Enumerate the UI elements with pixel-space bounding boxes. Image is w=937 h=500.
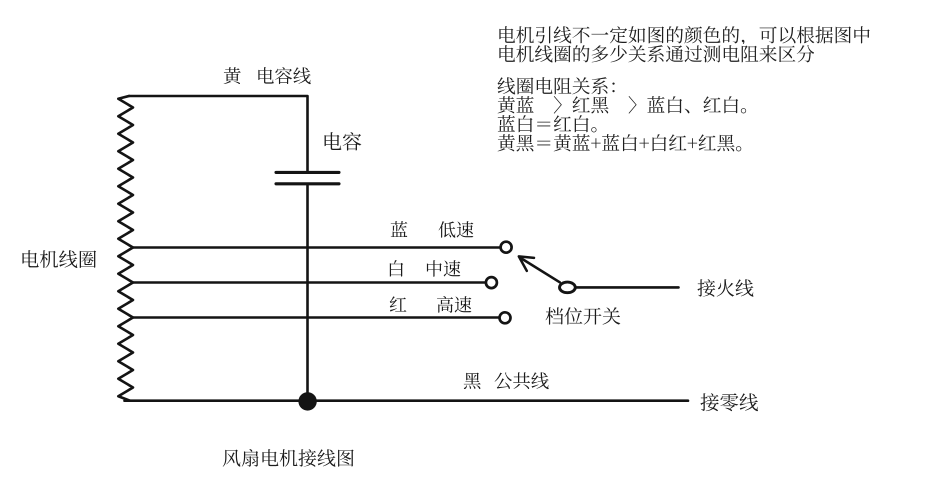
low-speed-terminal bbox=[499, 240, 513, 255]
low-speed-color-label: 蓝 bbox=[390, 220, 408, 239]
motor-coil-label: 电机线圈 bbox=[20, 249, 97, 269]
high-speed-terminal bbox=[498, 310, 512, 325]
motor-coil-zigzag bbox=[117, 94, 135, 403]
capacitor-wire-name-label: 电容线 bbox=[256, 67, 312, 85]
common-wire-name-label: 公共线 bbox=[494, 372, 549, 390]
mid-speed-color-label: 白 bbox=[387, 260, 405, 278]
annotation-line: 电机线圈的多少关系通过测电阻来区分 bbox=[497, 44, 871, 64]
switch-arm-line bbox=[520, 257, 562, 284]
high-speed-color-label: 红 bbox=[389, 296, 407, 314]
low-speed-label: 低速 bbox=[438, 221, 474, 239]
annotation-block: 电机引线不一定如图的颜色的，可以根据图中 电机线圈的多少关系通过测电阻来区分 线… bbox=[497, 25, 871, 154]
junction-dot bbox=[298, 392, 317, 411]
annotation-line: 黄蓝 〉红黑 〉蓝白、红白。 bbox=[497, 96, 871, 115]
annotation-line: 电机引线不一定如图的颜色的，可以根据图中 bbox=[497, 25, 871, 46]
mid-speed-label: 中速 bbox=[425, 260, 461, 278]
annotation-line: 蓝白＝红白。 bbox=[497, 115, 871, 134]
switch-contact-circle bbox=[558, 280, 577, 295]
annotation-line: 线圈电阻关系： bbox=[497, 77, 871, 96]
switch-label: 档位开关 bbox=[545, 307, 621, 326]
diagram-caption: 风扇电机接线图 bbox=[222, 448, 355, 468]
capacitor-wire-line bbox=[127, 94, 309, 173]
neutral-wire-label: 接零线 bbox=[700, 393, 759, 412]
switch-arrow-head bbox=[517, 255, 536, 273]
capacitor-label: 电容 bbox=[322, 131, 362, 152]
annotation-line: 黄黑＝黄蓝+蓝白+白红+红黑。 bbox=[497, 134, 871, 153]
live-wire-label: 接火线 bbox=[696, 278, 754, 298]
high-speed-label: 高速 bbox=[436, 296, 472, 314]
common-wire-color-label: 黑 bbox=[463, 372, 481, 390]
capacitor-wire-color-label: 黄 bbox=[223, 67, 241, 85]
mid-speed-terminal bbox=[484, 275, 499, 290]
resistance-relation-paragraph: 线圈电阻关系： 黄蓝 〉红黑 〉蓝白、红白。 蓝白＝红白。 黄黑＝黄蓝+蓝白+白… bbox=[497, 77, 871, 153]
